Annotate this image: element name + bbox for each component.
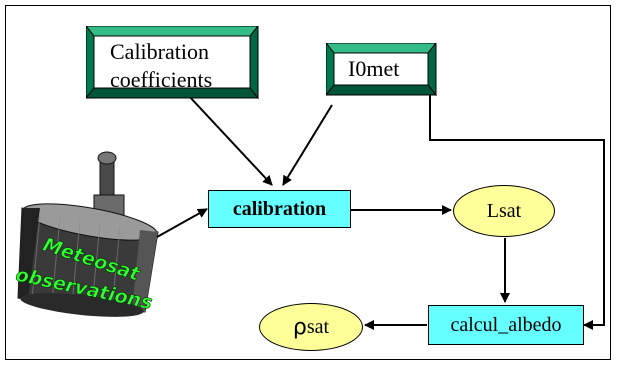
calibration-coefficients-line1: Calibration bbox=[110, 39, 209, 64]
arrow-coefficients-to-calibration bbox=[187, 94, 273, 186]
arrow-i0met-to-calibration bbox=[282, 104, 333, 186]
lsat-oval: Lsat bbox=[453, 185, 555, 237]
calibration-label: calibration bbox=[232, 197, 327, 220]
i0met-label: I0met bbox=[348, 56, 400, 81]
calibration-coefficients-box: Calibration coefficients bbox=[86, 26, 264, 102]
diagram-frame bbox=[5, 5, 611, 360]
rhosat-label: sat bbox=[306, 315, 330, 338]
arrow-satellite-to-calibration bbox=[156, 208, 208, 238]
lsat-label: Lsat bbox=[486, 199, 522, 222]
rho-symbol: ρ bbox=[292, 314, 307, 340]
arrow-i0met-to-albedo bbox=[429, 92, 605, 330]
calcul-albedo-process-box: calcul_albedo bbox=[428, 305, 584, 345]
calibration-process-box: calibration bbox=[208, 190, 351, 228]
calcul-albedo-label: calcul_albedo bbox=[450, 313, 562, 336]
i0met-box: I0met bbox=[326, 43, 442, 99]
calibration-coefficients-line2: coefficients bbox=[110, 67, 213, 92]
